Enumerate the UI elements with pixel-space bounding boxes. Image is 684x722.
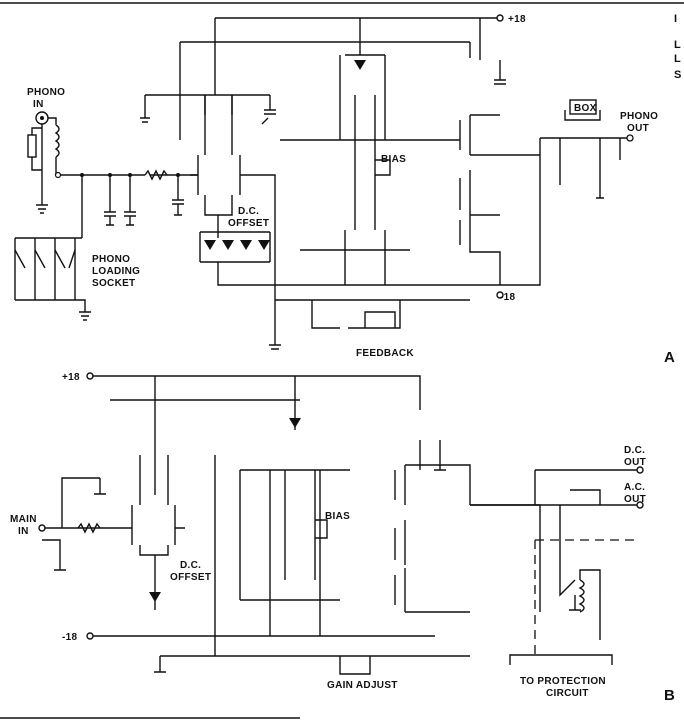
b-dc-out-label-1: D.C. [624,445,645,456]
panel-b-label: B [664,687,675,704]
a-phono-out-label-1: PHONO [620,111,658,122]
b-main-in-label-2: IN [18,526,29,537]
b-bias-label: BIAS [325,511,350,522]
a-phono-out-label-2: OUT [627,123,649,134]
b-ac-out-label-2: OUT [624,494,646,505]
a-phono-out-terminal [626,134,634,142]
b-input-resistor [77,522,101,534]
edge-fragment-1: I [674,13,677,25]
b-protection-label-2: CIRCUIT [546,688,589,699]
b-dc-offset-label-1: D.C. [180,560,201,571]
b-protection-dashed [534,539,640,655]
b-dc-offset-label-2: OFFSET [170,572,211,583]
a-dc-offset-label-1: D.C. [238,206,259,217]
circuit-b: +18 MAIN IN D.C. OFFSET -18 GAIN ADJUST … [10,372,675,704]
a-loading-label-1: PHONO [92,254,130,265]
a-bias-label: BIAS [381,154,406,165]
panel-a-label: A [664,349,675,366]
a-cartridge-icon [27,134,37,158]
a-neg-label: -18 [500,292,515,303]
a-input-pair [190,95,248,238]
b-gain-adjust-label: GAIN ADJUST [327,680,398,691]
b-ac-out-terminal [636,501,644,509]
b-dc-out-label-2: OUT [624,457,646,468]
a-box-icon [569,99,597,115]
a-pos-terminal [496,14,504,22]
edge-fragment-3: L [674,53,681,65]
edge-fragment-2: L [674,39,681,51]
a-loading-label-3: SOCKET [92,278,135,289]
a-pos-label: +18 [508,14,526,25]
a-loading-socket [14,175,91,321]
a-box-label: BOX [574,103,597,114]
b-neg-terminal [86,632,94,640]
circuit-a: +18 PHONO IN PHONO LOADING SOCKET D.C. O… [14,14,675,366]
b-main-in-label-1: MAIN [10,514,37,525]
a-neg-terminal [496,291,504,299]
a-pos-rail [179,17,500,140]
b-dc-out-terminal [636,466,644,474]
a-phono-in-label-2: IN [33,99,44,110]
b-protection-label-1: TO PROTECTION [520,676,606,687]
b-main-in-terminal [38,524,46,532]
b-ac-out-label-1: A.C. [624,482,645,493]
a-phono-in-label-1: PHONO [27,87,65,98]
a-dc-offset-label-2: OFFSET [228,218,269,229]
b-pos-label: +18 [62,372,80,383]
edge-fragments: I L L S [674,13,681,81]
a-input-resistor [144,169,168,181]
a-feedback-label: FEEDBACK [356,348,414,359]
b-pos-terminal [86,372,94,380]
a-feedback-network [248,174,470,350]
a-loading-label-2: LOADING [92,266,140,277]
b-neg-label: -18 [62,632,77,643]
edge-fragment-4: S [674,69,681,81]
